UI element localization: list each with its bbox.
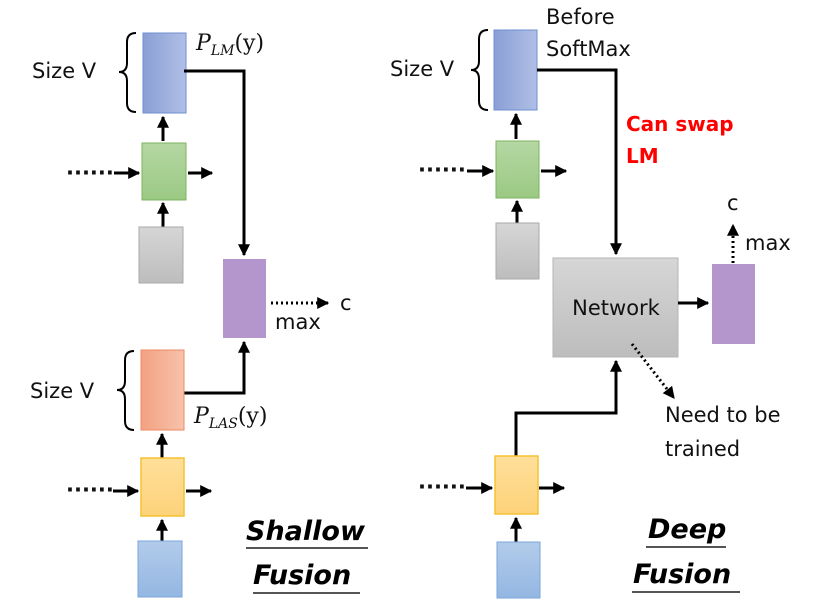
las-input-box	[137, 540, 183, 598]
lm-ellipsis: ······	[66, 161, 114, 185]
train-note-dotted-arrow	[630, 343, 676, 399]
lm-size-label: Size V	[32, 59, 97, 83]
las-hidden-box	[140, 457, 185, 517]
lm-to-fused-connector	[184, 69, 250, 257]
deep-title-line1: Deep	[648, 514, 726, 545]
lm-hidden-box	[141, 142, 187, 201]
las-ellipsis: ······	[66, 478, 114, 502]
train-note-line2: trained	[665, 437, 740, 461]
deep-max-label: max	[745, 231, 791, 255]
shallow-output-c: c	[340, 291, 352, 315]
deep-las-to-network-connector	[514, 359, 622, 456]
network-label: Network	[572, 296, 661, 320]
p-lm-label: PLM(y)	[195, 31, 264, 59]
deep-fusion-panel: Size V Before SoftMax ······ Can swap LM…	[390, 5, 791, 599]
before-softmax-line1: Before	[546, 5, 615, 29]
fused-output-box	[223, 259, 266, 338]
train-note-line1: Need to be	[665, 403, 781, 427]
deep-lm-hidden-box	[495, 140, 540, 199]
deep-title-line2: Fusion	[633, 559, 731, 590]
deep-las-hidden-box	[494, 455, 539, 515]
shallow-max-label: max	[275, 310, 321, 334]
deep-lm-input-box	[495, 222, 540, 280]
las-size-label: Size V	[30, 379, 95, 403]
swap-lm-note-line2: LM	[626, 144, 659, 168]
deep-lm-output-box	[493, 29, 538, 111]
deep-output-c: c	[727, 191, 739, 215]
swap-lm-note-line1: Can swap	[626, 112, 734, 136]
deep-las-input-box	[496, 541, 541, 599]
before-softmax-line2: SoftMax	[546, 37, 631, 61]
deep-lm-ellipsis: ······	[418, 158, 466, 182]
las-output-box	[140, 349, 185, 431]
shallow-title-line1: Shallow	[246, 516, 366, 547]
network-box	[552, 257, 679, 358]
deep-size-label: Size V	[390, 57, 455, 81]
deep-fused-output-box	[712, 264, 755, 344]
shallow-title-line2: Fusion	[253, 560, 351, 591]
shallow-fusion-panel: Size V PLM(y) ······ c max Size V PLAS(y…	[30, 31, 368, 598]
lm-input-box	[138, 226, 184, 284]
las-brace	[116, 350, 135, 431]
las-to-fused-connector	[184, 340, 250, 395]
deep-las-ellipsis: ······	[418, 475, 466, 499]
deep-brace	[470, 29, 489, 111]
lm-output-box	[142, 32, 187, 114]
lm-brace	[118, 32, 137, 113]
p-las-label: PLAS(y)	[193, 404, 267, 432]
deep-lm-to-network-connector	[537, 68, 622, 256]
